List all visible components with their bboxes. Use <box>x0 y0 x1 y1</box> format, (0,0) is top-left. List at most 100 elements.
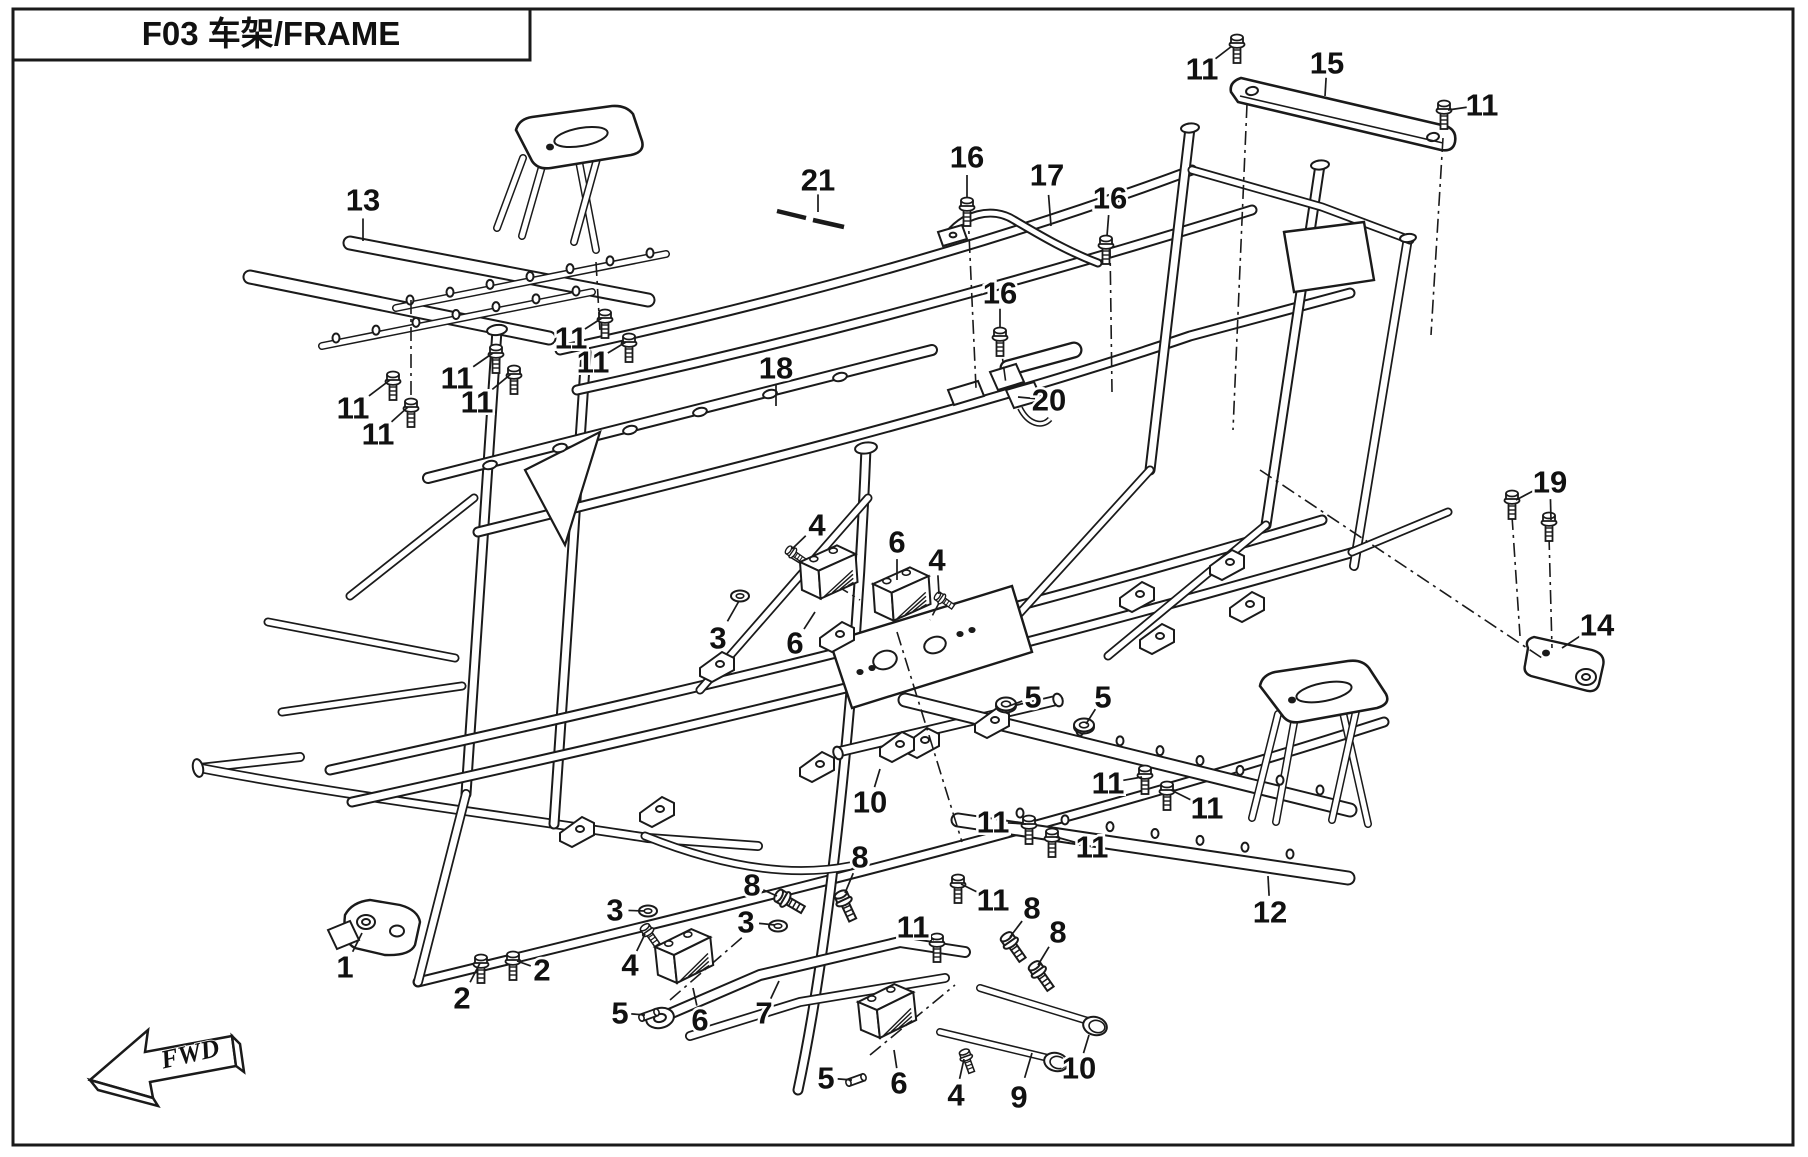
callout-leader <box>368 379 391 397</box>
callout-leader <box>628 909 646 912</box>
callout-6: 6 <box>786 626 803 661</box>
callout-leader <box>1047 194 1052 227</box>
callout-leader <box>491 373 512 391</box>
callout-2: 2 <box>453 981 470 1016</box>
callout-leader <box>1324 77 1327 97</box>
callout-leader <box>922 932 935 941</box>
callout-leader <box>390 406 409 423</box>
callout-leader <box>351 932 363 953</box>
callout-leader <box>837 1078 853 1081</box>
callout-leader <box>893 1049 898 1069</box>
callout-leader <box>1549 499 1552 521</box>
callout-4: 4 <box>947 1078 965 1113</box>
callout-leader <box>803 611 816 630</box>
callout-leader <box>1007 822 1027 825</box>
callout-leader <box>1017 396 1036 400</box>
callout-8: 8 <box>851 840 868 875</box>
callout-19: 19 <box>1533 465 1567 500</box>
callout-leader <box>769 980 780 999</box>
callout-leader <box>726 600 740 622</box>
callout-18: 18 <box>759 351 793 386</box>
callout-leader <box>1214 45 1233 60</box>
callout-leader <box>1037 946 1050 966</box>
callout-12: 12 <box>1253 895 1287 930</box>
page-title: F03 车架/FRAME <box>142 15 401 52</box>
callout-11: 11 <box>977 805 1010 840</box>
callout-2: 2 <box>533 953 550 988</box>
callout-11: 11 <box>897 910 930 945</box>
callout-16: 16 <box>1093 181 1127 216</box>
callout-leader <box>1123 776 1143 782</box>
callout-leader <box>607 341 627 354</box>
callout-11: 11 <box>1186 52 1219 87</box>
sheet-border <box>11 7 1795 1147</box>
callout-11: 11 <box>1092 766 1125 801</box>
callout-leader <box>791 535 807 550</box>
callout-5: 5 <box>1024 680 1041 715</box>
fwd-arrow: FWD <box>86 1026 246 1109</box>
callout-20: 20 <box>1032 383 1066 418</box>
callout-1: 1 <box>336 950 353 985</box>
callout-3: 3 <box>709 621 726 656</box>
callout-6: 6 <box>691 1003 708 1038</box>
callout-leader <box>631 1013 646 1016</box>
assembly-alignment-lines <box>410 95 1553 1056</box>
callout-11: 11 <box>977 883 1010 918</box>
callout-leader <box>958 1058 965 1079</box>
callout-5: 5 <box>611 996 628 1031</box>
callout-11: 11 <box>337 391 370 426</box>
callout-11: 11 <box>1191 791 1224 826</box>
callout-6: 6 <box>888 525 905 560</box>
callout-leader <box>1008 700 1023 707</box>
callout-17: 17 <box>1030 158 1064 193</box>
callout-15: 15 <box>1310 46 1344 81</box>
callout-3: 3 <box>737 905 754 940</box>
callout-11: 11 <box>555 321 588 356</box>
callout-11: 11 <box>1076 830 1109 865</box>
callout-8: 8 <box>743 868 760 903</box>
callout-10: 10 <box>1062 1051 1096 1086</box>
callout-leader <box>1170 789 1192 801</box>
callout-leader <box>1023 1052 1033 1079</box>
callout-leader <box>1085 708 1097 725</box>
callout-leader <box>762 889 778 897</box>
callout-leader <box>758 922 776 926</box>
callout-11: 11 <box>1466 88 1499 123</box>
callout-13: 13 <box>346 183 380 218</box>
callout-6: 6 <box>890 1066 907 1101</box>
callout-8: 8 <box>1023 891 1040 926</box>
callout-11: 11 <box>461 385 494 420</box>
callout-4: 4 <box>928 543 946 578</box>
frame-illustration <box>191 76 1605 1096</box>
fastener-glyphs <box>384 33 1558 1088</box>
callout-leader <box>516 960 532 967</box>
callout-21: 21 <box>801 163 835 198</box>
callout-leader <box>1106 215 1110 237</box>
callout-leader <box>1055 836 1077 844</box>
callout-leader <box>692 987 698 1006</box>
callout-leader <box>469 962 481 983</box>
title-block <box>11 7 532 62</box>
callout-leader <box>1561 634 1582 649</box>
callout-11: 11 <box>362 417 395 452</box>
callout-leader <box>584 317 603 330</box>
callout-8: 8 <box>1049 915 1066 950</box>
callout-leader <box>472 352 494 368</box>
callout-16: 16 <box>950 140 984 175</box>
callout-leader <box>937 575 940 595</box>
callout-16: 16 <box>983 276 1017 311</box>
callout-9: 9 <box>1010 1080 1027 1115</box>
callout-4: 4 <box>621 948 639 983</box>
callout-leader <box>844 872 855 894</box>
callout-leader <box>635 933 646 952</box>
callout-4: 4 <box>808 508 826 543</box>
callout-leader <box>1082 1034 1090 1054</box>
callout-10: 10 <box>853 785 887 820</box>
callout-7: 7 <box>755 996 772 1031</box>
callout-5: 5 <box>817 1061 834 1096</box>
callout-3: 3 <box>606 893 623 928</box>
callout-leader <box>1447 106 1467 111</box>
